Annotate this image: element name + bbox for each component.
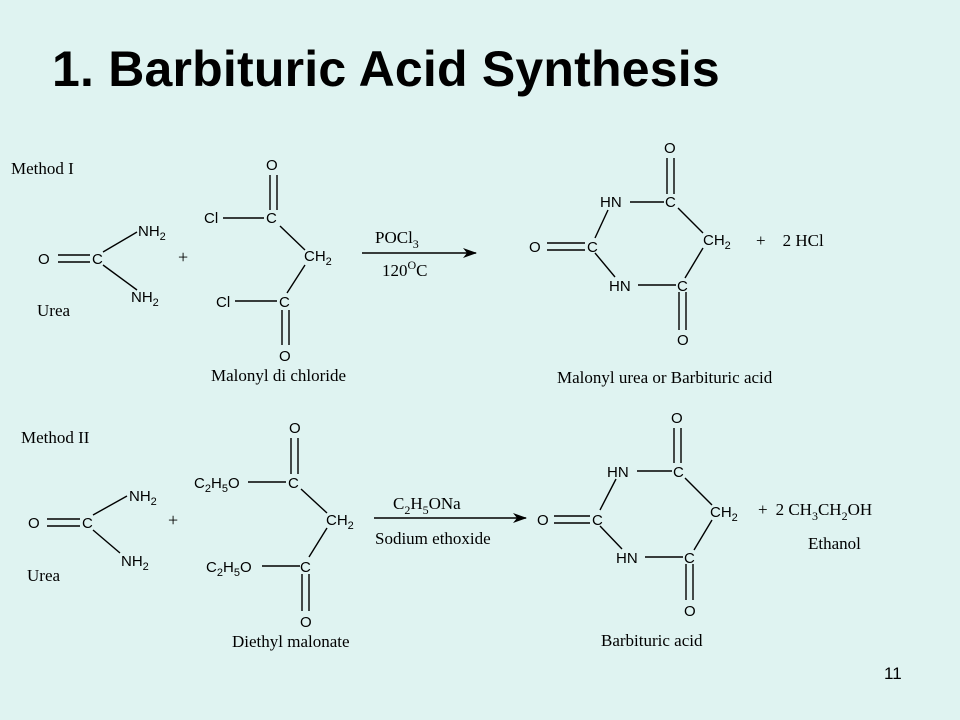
p1-c-top: C — [665, 194, 676, 211]
urea2-nh2-bottom: NH2 — [121, 553, 149, 573]
method1-label: Method I — [11, 159, 74, 178]
mdc-c-top: C — [266, 210, 277, 227]
dem-ch2: CH2 — [326, 512, 354, 532]
page-title: 1. Barbituric Acid Synthesis — [52, 41, 720, 97]
p2-c-left: C — [592, 512, 603, 529]
mdc-c-bottom: C — [279, 294, 290, 311]
urea1-nh2-top: NH2 — [138, 223, 166, 243]
urea2-c: C — [82, 515, 93, 532]
page-number: 11 — [884, 664, 902, 683]
p1-hn-bottom: HN — [609, 278, 631, 295]
urea2-nh2-top: NH2 — [129, 488, 157, 508]
method2-label: Method II — [21, 428, 90, 447]
method2-plus: + — [168, 510, 178, 530]
urea1-o: O — [38, 251, 50, 268]
method2-product-name: Barbituric acid — [601, 631, 703, 650]
dem-name: Diethyl malonate — [232, 632, 350, 651]
urea1-nh2-bottom: NH2 — [131, 289, 159, 309]
mdc-name: Malonyl di chloride — [211, 366, 346, 385]
mdc-o-bottom: O — [279, 348, 291, 365]
urea1-c: C — [92, 251, 103, 268]
mdc-cl-bottom: Cl — [216, 294, 230, 311]
method1-reagent-top: POCl3 — [375, 228, 419, 251]
method2-byproduct: +2 CH3CH2OH — [758, 500, 872, 523]
method1-product-name: Malonyl urea or Barbituric acid — [557, 368, 773, 387]
urea2-name: Urea — [27, 566, 60, 585]
mdc-ch2: CH2 — [304, 248, 332, 268]
dem-c-bottom: C — [300, 559, 311, 576]
p2-hn-top: HN — [607, 464, 629, 481]
dem-oet-bottom: C2H5O — [206, 559, 252, 579]
p1-c-left: C — [587, 239, 598, 256]
urea1-name: Urea — [37, 301, 70, 320]
method2-byproduct-name: Ethanol — [808, 534, 861, 553]
dem-c-top: C — [288, 475, 299, 492]
method2-reagent-top: C2H5ONa — [393, 494, 461, 517]
p1-o-top: O — [664, 140, 676, 157]
p2-hn-bottom: HN — [616, 550, 638, 567]
p1-ch2: CH2 — [703, 232, 731, 252]
p1-o-bottom: O — [677, 332, 689, 349]
mdc-o-top: O — [266, 157, 278, 174]
method1-plus: + — [178, 247, 188, 267]
p2-o-top: O — [671, 410, 683, 427]
method1-reagent-bottom: 120OC — [382, 258, 428, 280]
method2-reagent-bottom: Sodium ethoxide — [375, 529, 491, 548]
p1-o-left: O — [529, 239, 541, 256]
p1-c-bottom: C — [677, 278, 688, 295]
dem-o-bottom: O — [300, 614, 312, 631]
p1-hn-top: HN — [600, 194, 622, 211]
dem-oet-top: C2H5O — [194, 475, 240, 495]
p2-o-left: O — [537, 512, 549, 529]
p2-ch2: CH2 — [710, 504, 738, 524]
p2-o-bottom: O — [684, 603, 696, 620]
mdc-cl-top: Cl — [204, 210, 218, 227]
p2-c-top: C — [673, 464, 684, 481]
p2-c-bottom: C — [684, 550, 695, 567]
method1-byproduct: + 2 HCl — [756, 231, 824, 250]
dem-o-top: O — [289, 420, 301, 437]
urea2-o: O — [28, 515, 40, 532]
